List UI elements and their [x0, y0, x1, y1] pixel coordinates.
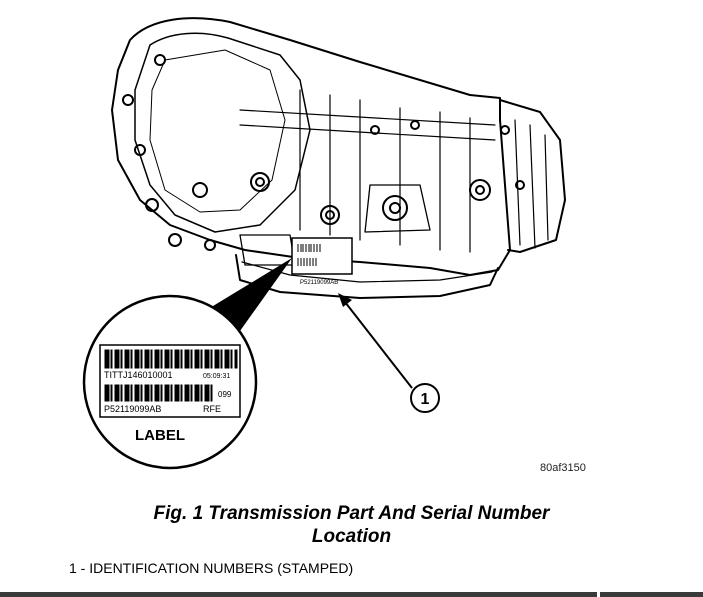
label-serial: TITTJ146010001 — [104, 370, 173, 380]
legend-item-1: 1 - IDENTIFICATION NUMBERS (STAMPED) — [69, 560, 354, 576]
valve-body — [364, 184, 431, 233]
label-caption: LABEL — [135, 427, 185, 444]
transmission-illustration: P52119099AB TITTJ146010001 05:09:31 099 … — [82, 17, 566, 470]
callout-number: 1 — [421, 391, 430, 408]
case-ribs — [239, 89, 496, 253]
bell-housing — [111, 17, 511, 276]
bottom-divider — [0, 592, 703, 597]
caption-line-2: Location — [311, 526, 392, 547]
figure-caption: Fig. 1 Transmission Part And Serial Numb… — [0, 502, 703, 548]
bell-inner-line — [149, 49, 286, 213]
callout-1: 1 — [410, 383, 440, 413]
bell-rim — [134, 32, 311, 233]
label-part-number: P52119099AB — [104, 404, 161, 414]
caption-line-1: Fig. 1 Transmission Part And Serial Numb… — [153, 503, 550, 524]
label-type: RFE — [203, 404, 221, 414]
extension-housing — [499, 99, 566, 253]
bottom-divider-gap — [597, 592, 600, 597]
figure-code: 80af3150 — [540, 462, 586, 474]
label-detail: TITTJ146010001 05:09:31 099 P52119099AB … — [82, 294, 258, 470]
callout-arrow — [338, 293, 413, 389]
plate-text: P52119099AB — [300, 280, 338, 286]
stamped-plate: P52119099AB — [291, 237, 353, 286]
oil-pan — [235, 254, 499, 299]
extension-ribs — [514, 119, 549, 249]
label-time: 05:09:31 — [203, 373, 230, 380]
label-code: 099 — [218, 390, 232, 399]
